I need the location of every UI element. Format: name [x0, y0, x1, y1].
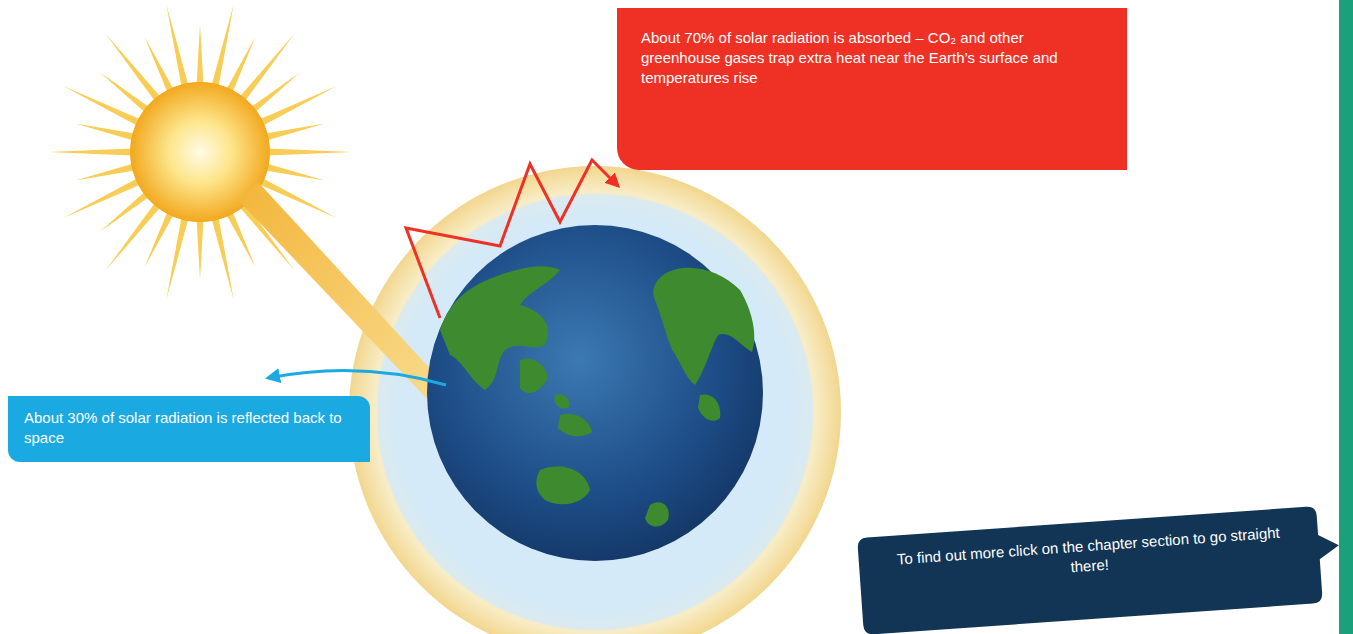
- earth: [427, 225, 763, 561]
- sun-ray: [210, 212, 234, 301]
- sun-ray: [260, 124, 325, 142]
- reflected-radiation-arrow: [268, 370, 446, 385]
- sun-ray: [166, 4, 190, 93]
- sun-ray: [196, 24, 203, 90]
- callout-box: About 70% of solar radiation is absorbed…: [617, 8, 1127, 170]
- callout-text: About 70% of solar radiation is absorbed…: [641, 28, 1103, 88]
- callout-text: About 30% of solar radiation is reflecte…: [24, 408, 354, 448]
- sun-ray: [105, 33, 164, 106]
- sun-ray: [254, 86, 337, 129]
- sun-ray: [63, 86, 146, 129]
- absorbed-radiation-arrow: [406, 160, 618, 318]
- continents: [440, 266, 754, 526]
- sun-ray: [236, 33, 295, 106]
- sun-beam: [238, 182, 448, 402]
- sun-ray: [48, 148, 138, 155]
- speech-bubble: To find out more click on the chapter se…: [857, 506, 1323, 634]
- atmosphere-inner: [377, 194, 813, 630]
- sun-ray: [75, 162, 140, 180]
- sun-ray: [210, 4, 234, 93]
- bubble-outline: [857, 505, 1343, 634]
- callout-box: About 30% of solar radiation is reflecte…: [8, 396, 370, 462]
- sun-ray: [75, 124, 140, 142]
- atmosphere: [349, 166, 841, 634]
- side-bar: [1339, 0, 1353, 634]
- sun-ray: [262, 148, 352, 155]
- sun-ray: [196, 214, 203, 280]
- sun-ray: [260, 162, 325, 180]
- sun-ray: [166, 212, 190, 301]
- sun-ray: [105, 198, 164, 271]
- sun-ray: [63, 176, 146, 219]
